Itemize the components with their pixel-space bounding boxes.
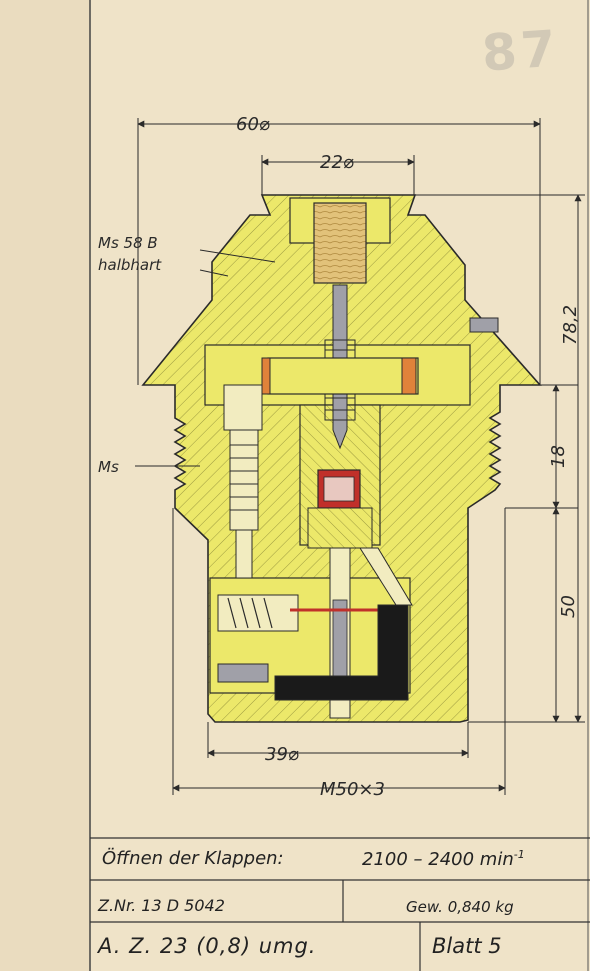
wood-plug	[313, 202, 367, 284]
left-margin	[0, 0, 90, 971]
detonator-charge	[323, 476, 355, 502]
copper-insert-left	[261, 357, 271, 395]
opening-value-text: 2100 – 2400 min	[362, 849, 514, 870]
dim-60: 60⌀	[236, 114, 270, 135]
side-plunger	[223, 384, 263, 431]
material-label-1b: halbhart	[98, 256, 162, 274]
dim-18: 18	[548, 445, 569, 468]
dim-78-2: 78,2	[560, 305, 581, 345]
horizontal-spring	[217, 594, 299, 632]
sheet-number: Blatt 5	[432, 934, 502, 958]
slider-bar	[267, 357, 419, 395]
flash-channel	[359, 547, 413, 606]
opening-label: Öffnen der Klappen:	[102, 848, 284, 869]
opening-value: 2100 – 2400 min-1	[362, 848, 525, 870]
dim-50: 50	[558, 595, 579, 618]
dim-22: 22⌀	[320, 152, 354, 173]
set-screw	[469, 317, 499, 333]
material-label-2: Ms	[98, 458, 119, 476]
plunger-spring	[230, 444, 258, 511]
material-label-1: Ms 58 B	[98, 234, 158, 252]
plunger-pin	[235, 529, 253, 579]
dimension-lines	[137, 118, 585, 795]
title-block-grid	[90, 837, 590, 971]
horizontal-spring-coils	[227, 597, 273, 629]
leader-lines	[135, 249, 276, 467]
lower-plug	[307, 507, 373, 549]
copper-insert	[401, 357, 417, 395]
plunger-body	[229, 429, 259, 531]
dim-39: 39⌀	[265, 744, 299, 765]
side-screw	[217, 663, 269, 683]
weight: Gew. 0,840 kg	[406, 898, 514, 916]
drawing-number: Z.Nr. 13 D 5042	[98, 896, 225, 915]
dim-thread: M50×3	[320, 779, 385, 800]
opening-exponent: -1	[513, 848, 525, 861]
designation: A. Z. 23 (0,8) umg.	[98, 934, 317, 958]
